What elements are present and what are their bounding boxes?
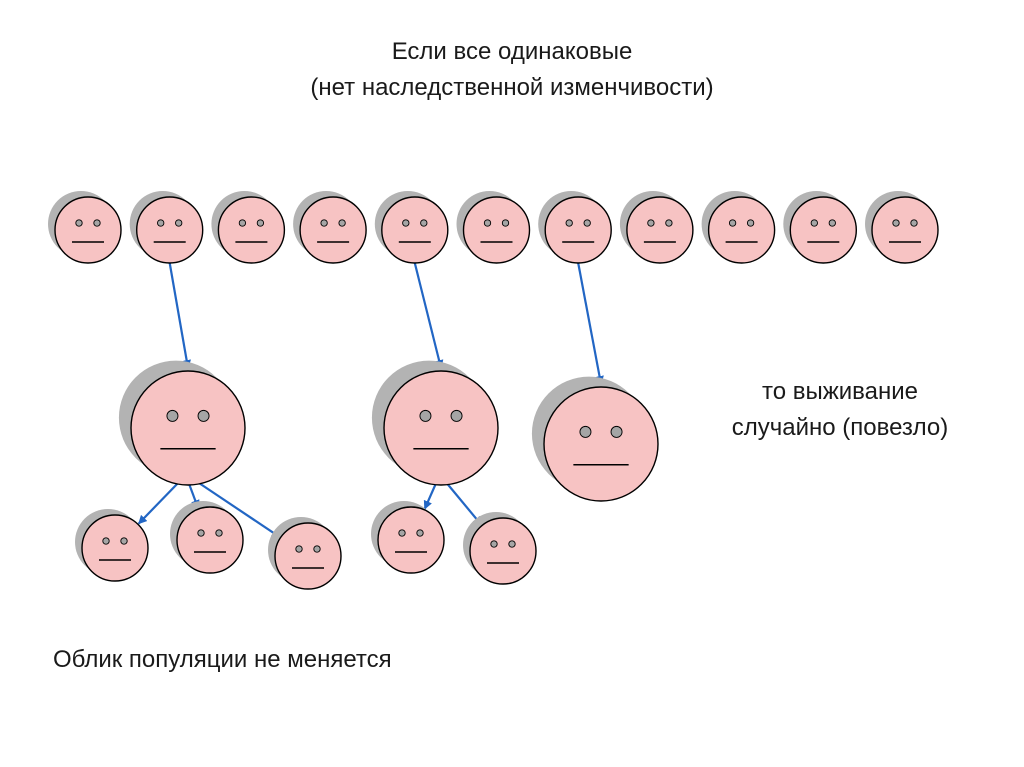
offspring-face <box>268 517 342 590</box>
left-eye <box>565 219 573 227</box>
face-circle <box>274 522 342 590</box>
offspring-face <box>463 512 537 585</box>
right-eye <box>501 219 510 227</box>
survivor-face <box>118 360 246 486</box>
offspring-face <box>371 501 445 574</box>
first-generation-face <box>538 191 612 264</box>
face-circle <box>543 386 659 502</box>
first-generation-face <box>374 191 449 264</box>
first-generation-face <box>701 191 776 264</box>
first-generation-face <box>129 191 204 264</box>
left-eye <box>75 219 83 227</box>
descent-arrows <box>137 262 604 538</box>
population-caption: Облик популяции не меняется <box>53 646 392 673</box>
left-eye <box>647 219 655 227</box>
face-circle <box>81 514 149 582</box>
right-eye <box>197 409 210 422</box>
left-eye <box>398 529 406 537</box>
slide-title: Если все одинаковые (нет наследственной … <box>0 34 1024 106</box>
face-circle <box>176 506 244 574</box>
left-eye <box>402 219 410 227</box>
right-eye <box>338 219 346 227</box>
first-generation-face <box>456 191 531 264</box>
face-circle <box>469 517 537 585</box>
first-generation-face <box>48 191 122 264</box>
left-eye <box>810 219 818 227</box>
offspring-arrow <box>423 480 439 510</box>
right-eye <box>120 537 128 545</box>
face-circle <box>871 196 939 264</box>
face-circle <box>54 196 122 264</box>
face-circle <box>707 196 776 264</box>
left-eye <box>419 409 432 422</box>
right-eye <box>508 540 516 548</box>
face-circle <box>217 196 286 264</box>
offspring-face <box>170 501 244 574</box>
left-eye <box>166 409 179 422</box>
right-eye <box>828 219 836 227</box>
first-generation-face <box>619 191 694 264</box>
right-eye <box>583 219 591 227</box>
face-circle <box>135 196 204 264</box>
survivor-face <box>371 360 499 486</box>
offspring-arrow <box>195 480 281 538</box>
right-eye <box>93 219 101 227</box>
face-circle <box>462 196 531 264</box>
face-circle <box>130 370 246 486</box>
first-generation-face <box>865 191 939 264</box>
face-circle <box>626 196 694 264</box>
note-line-2: случайно (повезло) <box>731 414 949 441</box>
left-eye <box>490 540 498 548</box>
right-eye <box>450 409 463 422</box>
survival-arrow <box>413 262 444 369</box>
left-eye <box>295 545 303 553</box>
face-circle <box>299 196 367 264</box>
survival-arrow <box>168 262 191 369</box>
left-eye <box>320 219 328 227</box>
offspring-arrow <box>137 480 181 525</box>
first-generation-face <box>211 191 286 264</box>
offspring-arrow <box>444 480 483 526</box>
right-eye <box>416 529 424 537</box>
right-eye <box>215 529 223 537</box>
first-generation-face <box>293 191 367 264</box>
left-eye <box>238 219 247 227</box>
survival-arrow <box>577 262 604 385</box>
face-circle <box>377 506 445 574</box>
right-eye <box>610 425 623 438</box>
right-eye <box>665 219 673 227</box>
right-eye <box>175 219 183 227</box>
right-eye <box>313 545 321 553</box>
first-generation-face <box>783 191 857 264</box>
title-line-2: (нет наследственной изменчивости) <box>310 74 714 101</box>
note-line-1: то выживание <box>761 378 919 405</box>
offspring-face <box>75 509 149 582</box>
right-eye <box>256 219 265 227</box>
face-circle <box>544 196 612 264</box>
face-circle <box>789 196 857 264</box>
face-circle <box>381 196 449 264</box>
survival-note: то выживание случайно (повезло) <box>660 374 1020 446</box>
left-eye <box>579 425 592 438</box>
left-eye <box>197 529 205 537</box>
right-eye <box>420 219 428 227</box>
left-eye <box>728 219 737 227</box>
left-eye <box>102 537 110 545</box>
left-eye <box>483 219 492 227</box>
right-eye <box>910 219 918 227</box>
left-eye <box>892 219 900 227</box>
right-eye <box>746 219 755 227</box>
left-eye <box>157 219 165 227</box>
survivor-face <box>531 376 659 502</box>
face-circle <box>383 370 499 486</box>
faces <box>48 191 939 590</box>
title-line-1: Если все одинаковые <box>391 38 633 65</box>
